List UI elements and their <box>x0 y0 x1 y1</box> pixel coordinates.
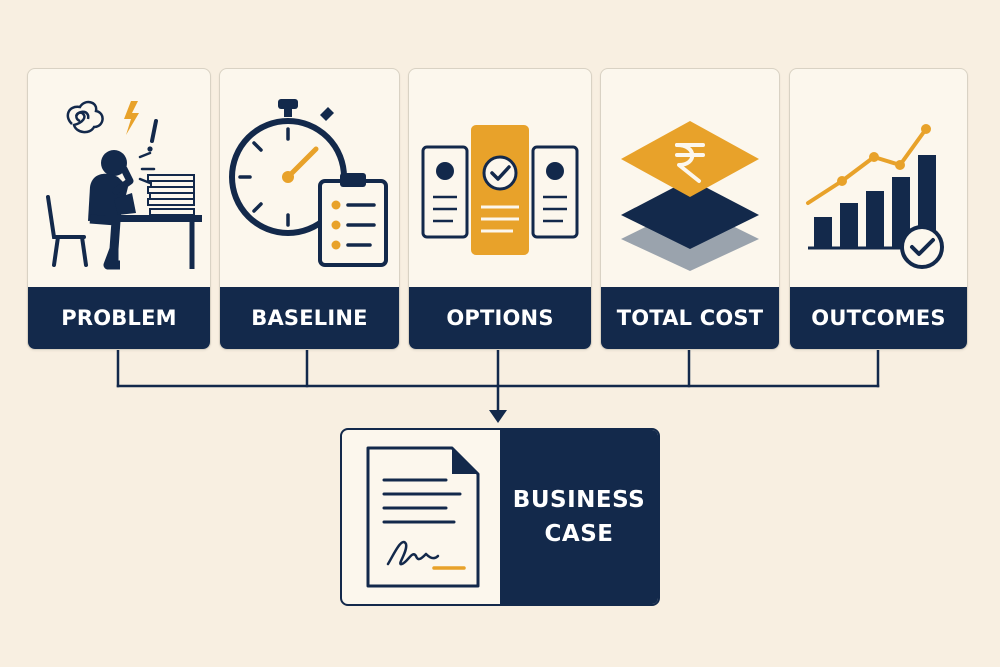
stopwatch-clipboard-icon <box>229 99 388 267</box>
stage-card-total-cost: TOTAL COST <box>600 68 780 350</box>
stage-label: OUTCOMES <box>790 287 967 349</box>
signed-document-icon <box>366 446 480 588</box>
stage-card-baseline: BASELINE <box>219 68 400 350</box>
arrow-head-icon <box>489 410 507 423</box>
business-case-label: BUSINESS CASE <box>500 430 658 604</box>
business-case-line-2: CASE <box>544 521 614 547</box>
business-case-line-1: BUSINESS <box>512 487 646 513</box>
stage-card-problem: PROBLEM <box>27 68 211 350</box>
stage-label: BASELINE <box>220 287 399 349</box>
stage-label: PROBLEM <box>28 287 210 349</box>
stage-card-outcomes: OUTCOMES <box>789 68 968 350</box>
growth-chart-check-icon <box>806 124 944 269</box>
option-cards-check-icon <box>421 125 579 255</box>
stressed-person-at-desk-icon <box>46 100 202 270</box>
stage-label: TOTAL COST <box>601 287 779 349</box>
business-case-box: BUSINESS CASE <box>340 428 660 606</box>
stage-label: OPTIONS <box>409 287 591 349</box>
rupee-layers-icon <box>621 121 759 271</box>
stage-card-options: OPTIONS <box>408 68 592 350</box>
